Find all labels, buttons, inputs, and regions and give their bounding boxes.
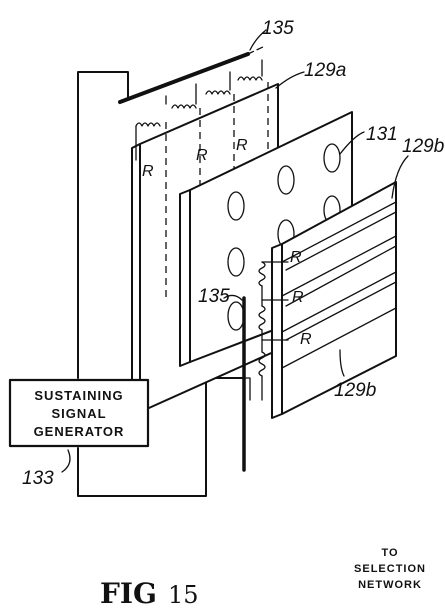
bus-bar-dashed-ext <box>247 45 266 55</box>
ref-131: 131 <box>366 124 398 145</box>
strip <box>281 235 397 297</box>
ref-135-top: 135 <box>262 18 294 39</box>
pointer-135-top <box>249 29 267 51</box>
loop-wire <box>77 71 129 379</box>
hole <box>323 143 341 173</box>
strip <box>285 281 397 341</box>
plate-131-side <box>179 189 191 367</box>
resistor-top-4 <box>237 76 263 81</box>
output-line3: NETWORK <box>358 579 422 591</box>
strip <box>281 307 397 369</box>
figure-caption-number: 15 <box>168 581 199 609</box>
strip <box>285 245 397 307</box>
plate-129b <box>281 181 397 415</box>
ref-135-mid: 135 <box>198 286 230 307</box>
resistor-label: R <box>300 331 312 348</box>
generator-line2: SIGNAL <box>51 406 106 421</box>
pointer-129a <box>275 71 305 89</box>
pointer-135-mid <box>223 294 243 301</box>
strip-conductors <box>281 201 397 369</box>
resistor-label: R <box>236 137 248 154</box>
resistor-label: R <box>290 249 302 266</box>
resistor-top-2 <box>171 104 197 109</box>
resistor-top-3 <box>205 90 231 95</box>
ref-133: 133 <box>22 468 54 489</box>
pointer-133 <box>61 449 71 473</box>
plate-129a-side <box>131 143 141 417</box>
strip <box>285 211 397 271</box>
resistor-top-1 <box>135 122 161 127</box>
generator-line1: SUSTAINING <box>34 388 123 403</box>
ref-129b-top: 129b <box>402 136 444 157</box>
drive-wire-loop <box>243 377 251 401</box>
generator-box <box>8 378 150 448</box>
pointer-129b-top <box>391 155 409 199</box>
resistor-chain <box>258 261 266 377</box>
ref-129b-bottom: 129b <box>334 380 376 401</box>
resistor-label: R <box>142 163 154 180</box>
output-line1: TO <box>381 547 398 559</box>
plate-129b-side <box>271 243 283 419</box>
hole <box>227 247 245 277</box>
hole <box>227 191 245 221</box>
generator-to-loop-wire <box>77 377 245 497</box>
resistor-label: R <box>292 289 304 306</box>
strip <box>281 271 397 333</box>
pointer-129b-bottom <box>339 349 345 377</box>
strip <box>281 201 397 263</box>
bus-bar <box>118 52 250 104</box>
resistor-label: R <box>196 147 208 164</box>
pointer-131 <box>339 131 365 155</box>
figure-caption-fig: FIG <box>100 577 157 610</box>
generator-line3: GENERATOR <box>34 424 125 439</box>
ref-129a: 129a <box>304 60 346 81</box>
hole <box>277 165 295 195</box>
output-line2: SELECTION <box>354 563 426 575</box>
